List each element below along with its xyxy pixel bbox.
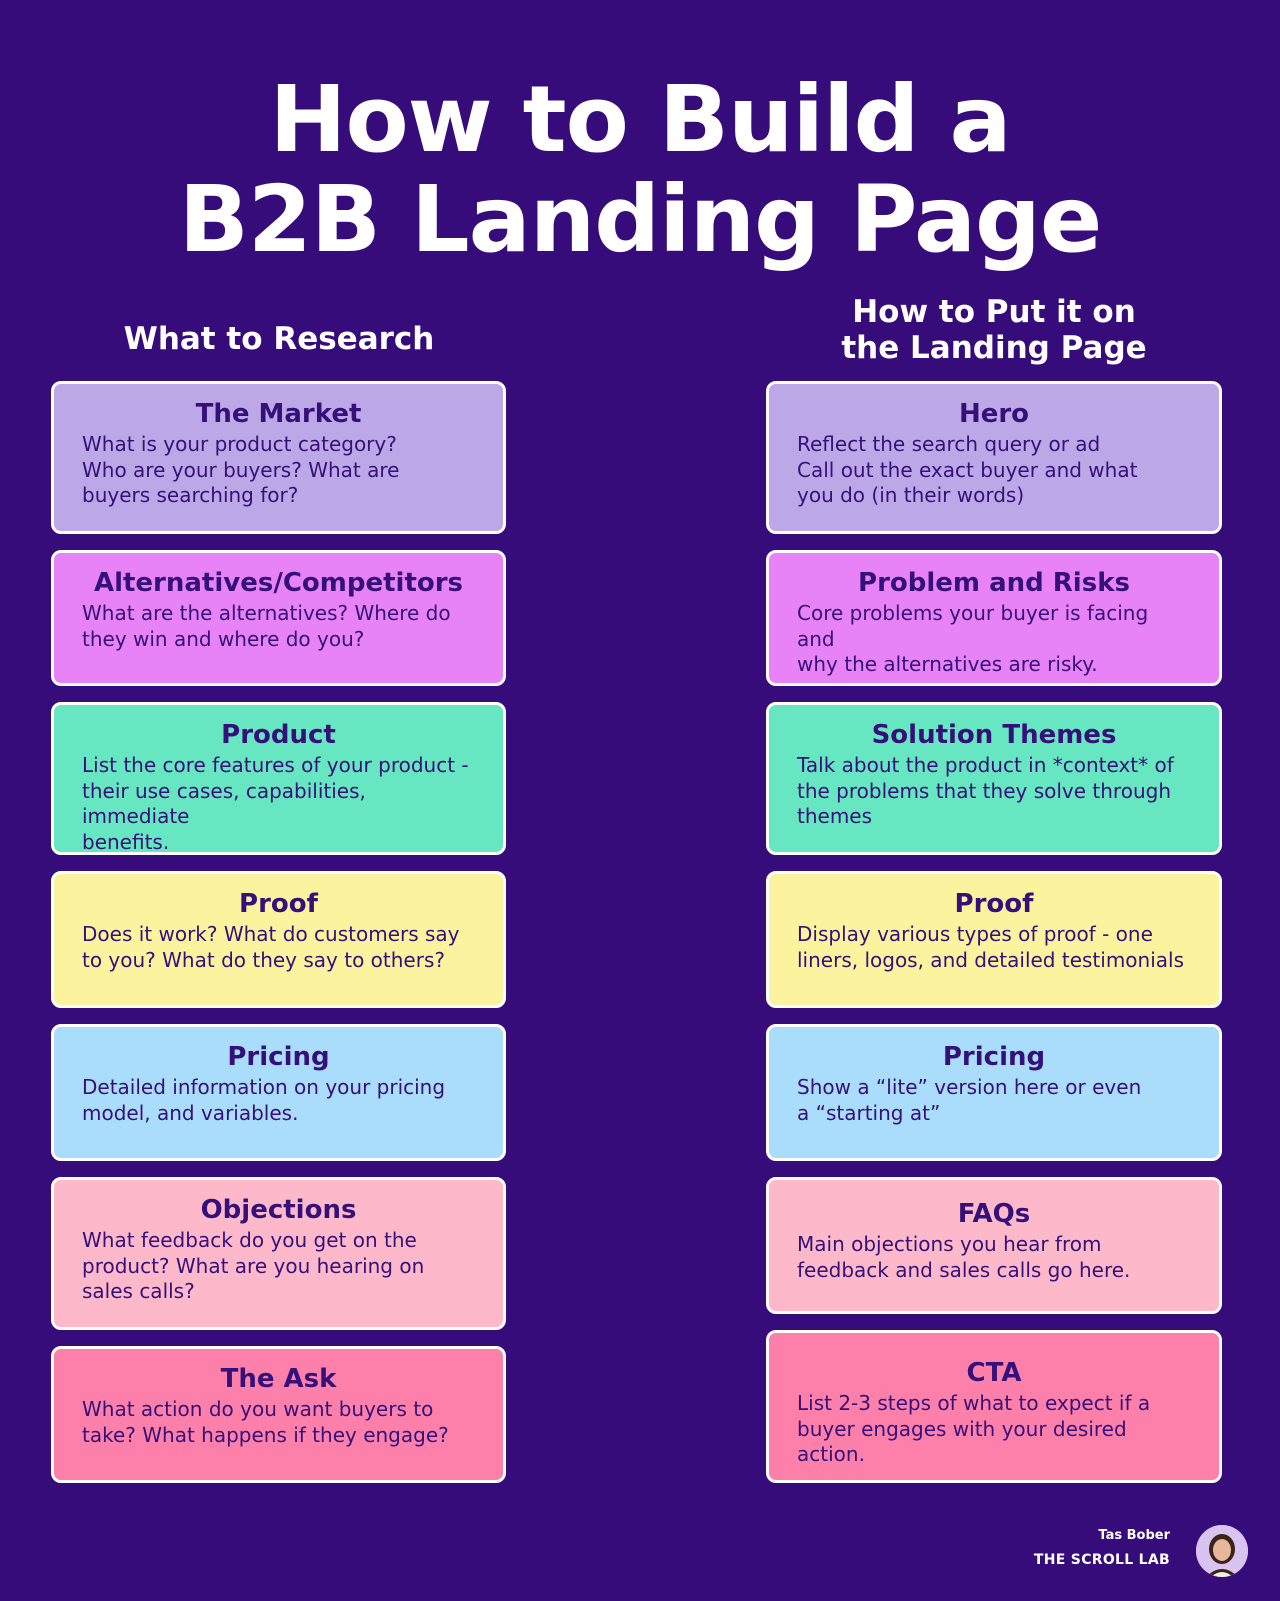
landing-card-solution-themes: Solution Themes Talk about the product i…: [766, 702, 1222, 855]
card-body: Core problems your buyer is facing and w…: [797, 601, 1149, 676]
card-title: Problem and Risks: [858, 568, 1130, 598]
landing-card-hero: Hero Reflect the search query or ad Call…: [766, 381, 1222, 534]
card-title: CTA: [966, 1358, 1022, 1388]
card-body: Talk about the product in *context* of t…: [797, 753, 1174, 828]
card-body: List the core features of your product -…: [82, 753, 469, 854]
research-card-pricing: Pricing Detailed information on your pri…: [51, 1024, 506, 1161]
title-line-2: B2B Landing Page: [178, 166, 1103, 273]
card-title: Proof: [954, 889, 1034, 919]
landing-card-cta: CTA List 2-3 steps of what to expect if …: [766, 1330, 1222, 1483]
card-body: What is your product category? Who are y…: [82, 432, 400, 507]
card-body: What action do you want buyers to take? …: [82, 1397, 449, 1447]
card-title: Product: [221, 720, 336, 750]
card-body: Show a “lite” version here or even a “st…: [797, 1075, 1142, 1125]
card-title: Pricing: [227, 1042, 330, 1072]
author-name: Tas Bober: [1098, 1528, 1170, 1543]
card-title: Objections: [200, 1195, 357, 1225]
title-line-1: How to Build a: [269, 66, 1011, 173]
research-card-proof: Proof Does it work? What do customers sa…: [51, 871, 506, 1008]
brand-logo-text: THE SCROLL LAB: [1033, 1552, 1170, 1568]
card-title: Solution Themes: [871, 720, 1117, 750]
right-heading-line-1: How to Put it on: [852, 294, 1136, 330]
card-body: List 2-3 steps of what to expect if a bu…: [797, 1391, 1151, 1466]
research-card-alternatives: Alternatives/Competitors What are the al…: [51, 550, 506, 686]
card-body: Display various types of proof - one lin…: [797, 922, 1185, 972]
right-column-heading: How to Put it on the Landing Page: [767, 294, 1221, 366]
research-card-ask: The Ask What action do you want buyers t…: [51, 1346, 506, 1483]
card-title: The Market: [195, 399, 362, 429]
landing-card-pricing: Pricing Show a “lite” version here or ev…: [766, 1024, 1222, 1161]
landing-card-problem-risks: Problem and Risks Core problems your buy…: [766, 550, 1222, 686]
landing-card-proof: Proof Display various types of proof - o…: [766, 871, 1222, 1008]
card-body: Detailed information on your pricing mod…: [82, 1075, 446, 1125]
card-title: Alternatives/Competitors: [93, 568, 464, 598]
research-card-product: Product List the core features of your p…: [51, 702, 506, 855]
right-heading-line-2: the Landing Page: [841, 330, 1147, 366]
page-title: How to Build a B2B Landing Page: [0, 70, 1280, 270]
card-body: Does it work? What do customers say to y…: [82, 922, 460, 972]
card-title: Proof: [239, 889, 318, 919]
card-body: What are the alternatives? Where do they…: [82, 601, 451, 651]
avatar: [1196, 1525, 1248, 1577]
card-title: The Ask: [220, 1364, 337, 1394]
card-title: FAQs: [957, 1199, 1031, 1229]
left-column-heading: What to Research: [123, 321, 435, 357]
card-body: Reflect the search query or ad Call out …: [797, 432, 1138, 507]
research-card-market: The Market What is your product category…: [51, 381, 506, 534]
research-card-objections: Objections What feedback do you get on t…: [51, 1177, 506, 1330]
card-body: Main objections you hear from feedback a…: [797, 1232, 1131, 1282]
card-body: What feedback do you get on the product?…: [82, 1228, 425, 1303]
card-title: Hero: [958, 399, 1030, 429]
author-avatar-icon: [1196, 1525, 1248, 1577]
card-title: Pricing: [942, 1042, 1046, 1072]
landing-card-faqs: FAQs Main objections you hear from feedb…: [766, 1177, 1222, 1314]
